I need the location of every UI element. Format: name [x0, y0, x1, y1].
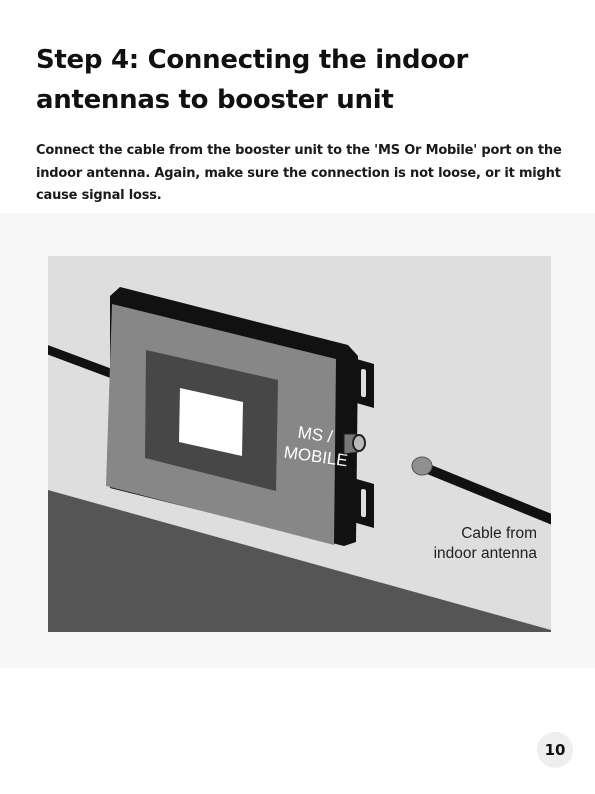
mounting-slot-bottom	[361, 488, 366, 518]
booster-unit: MS / MOBILE	[106, 287, 374, 546]
cable-caption: Cable from indoor antenna	[434, 524, 537, 564]
illustration-svg: MS / MOBILE	[48, 256, 551, 632]
display-screen	[179, 388, 243, 456]
indoor-antenna-cable	[423, 464, 551, 525]
mounting-slot-top	[361, 368, 366, 398]
caption-line1: Cable from	[461, 525, 537, 542]
cable-connector-end	[411, 456, 433, 476]
floor-surface	[48, 490, 551, 632]
booster-input-cable	[48, 345, 123, 381]
page-title: Step 4: Connecting the indoor antennas t…	[36, 45, 469, 115]
ms-mobile-port-opening	[352, 434, 366, 452]
caption-line2: indoor antenna	[433, 545, 537, 562]
page-number-badge: 10	[537, 732, 573, 768]
booster-connection-illustration: MS / MOBILE Cable from indoor antenna	[48, 256, 551, 632]
instructions-text: Connect the cable from the booster unit …	[36, 143, 562, 203]
port-label-line1: MS /	[297, 423, 335, 447]
